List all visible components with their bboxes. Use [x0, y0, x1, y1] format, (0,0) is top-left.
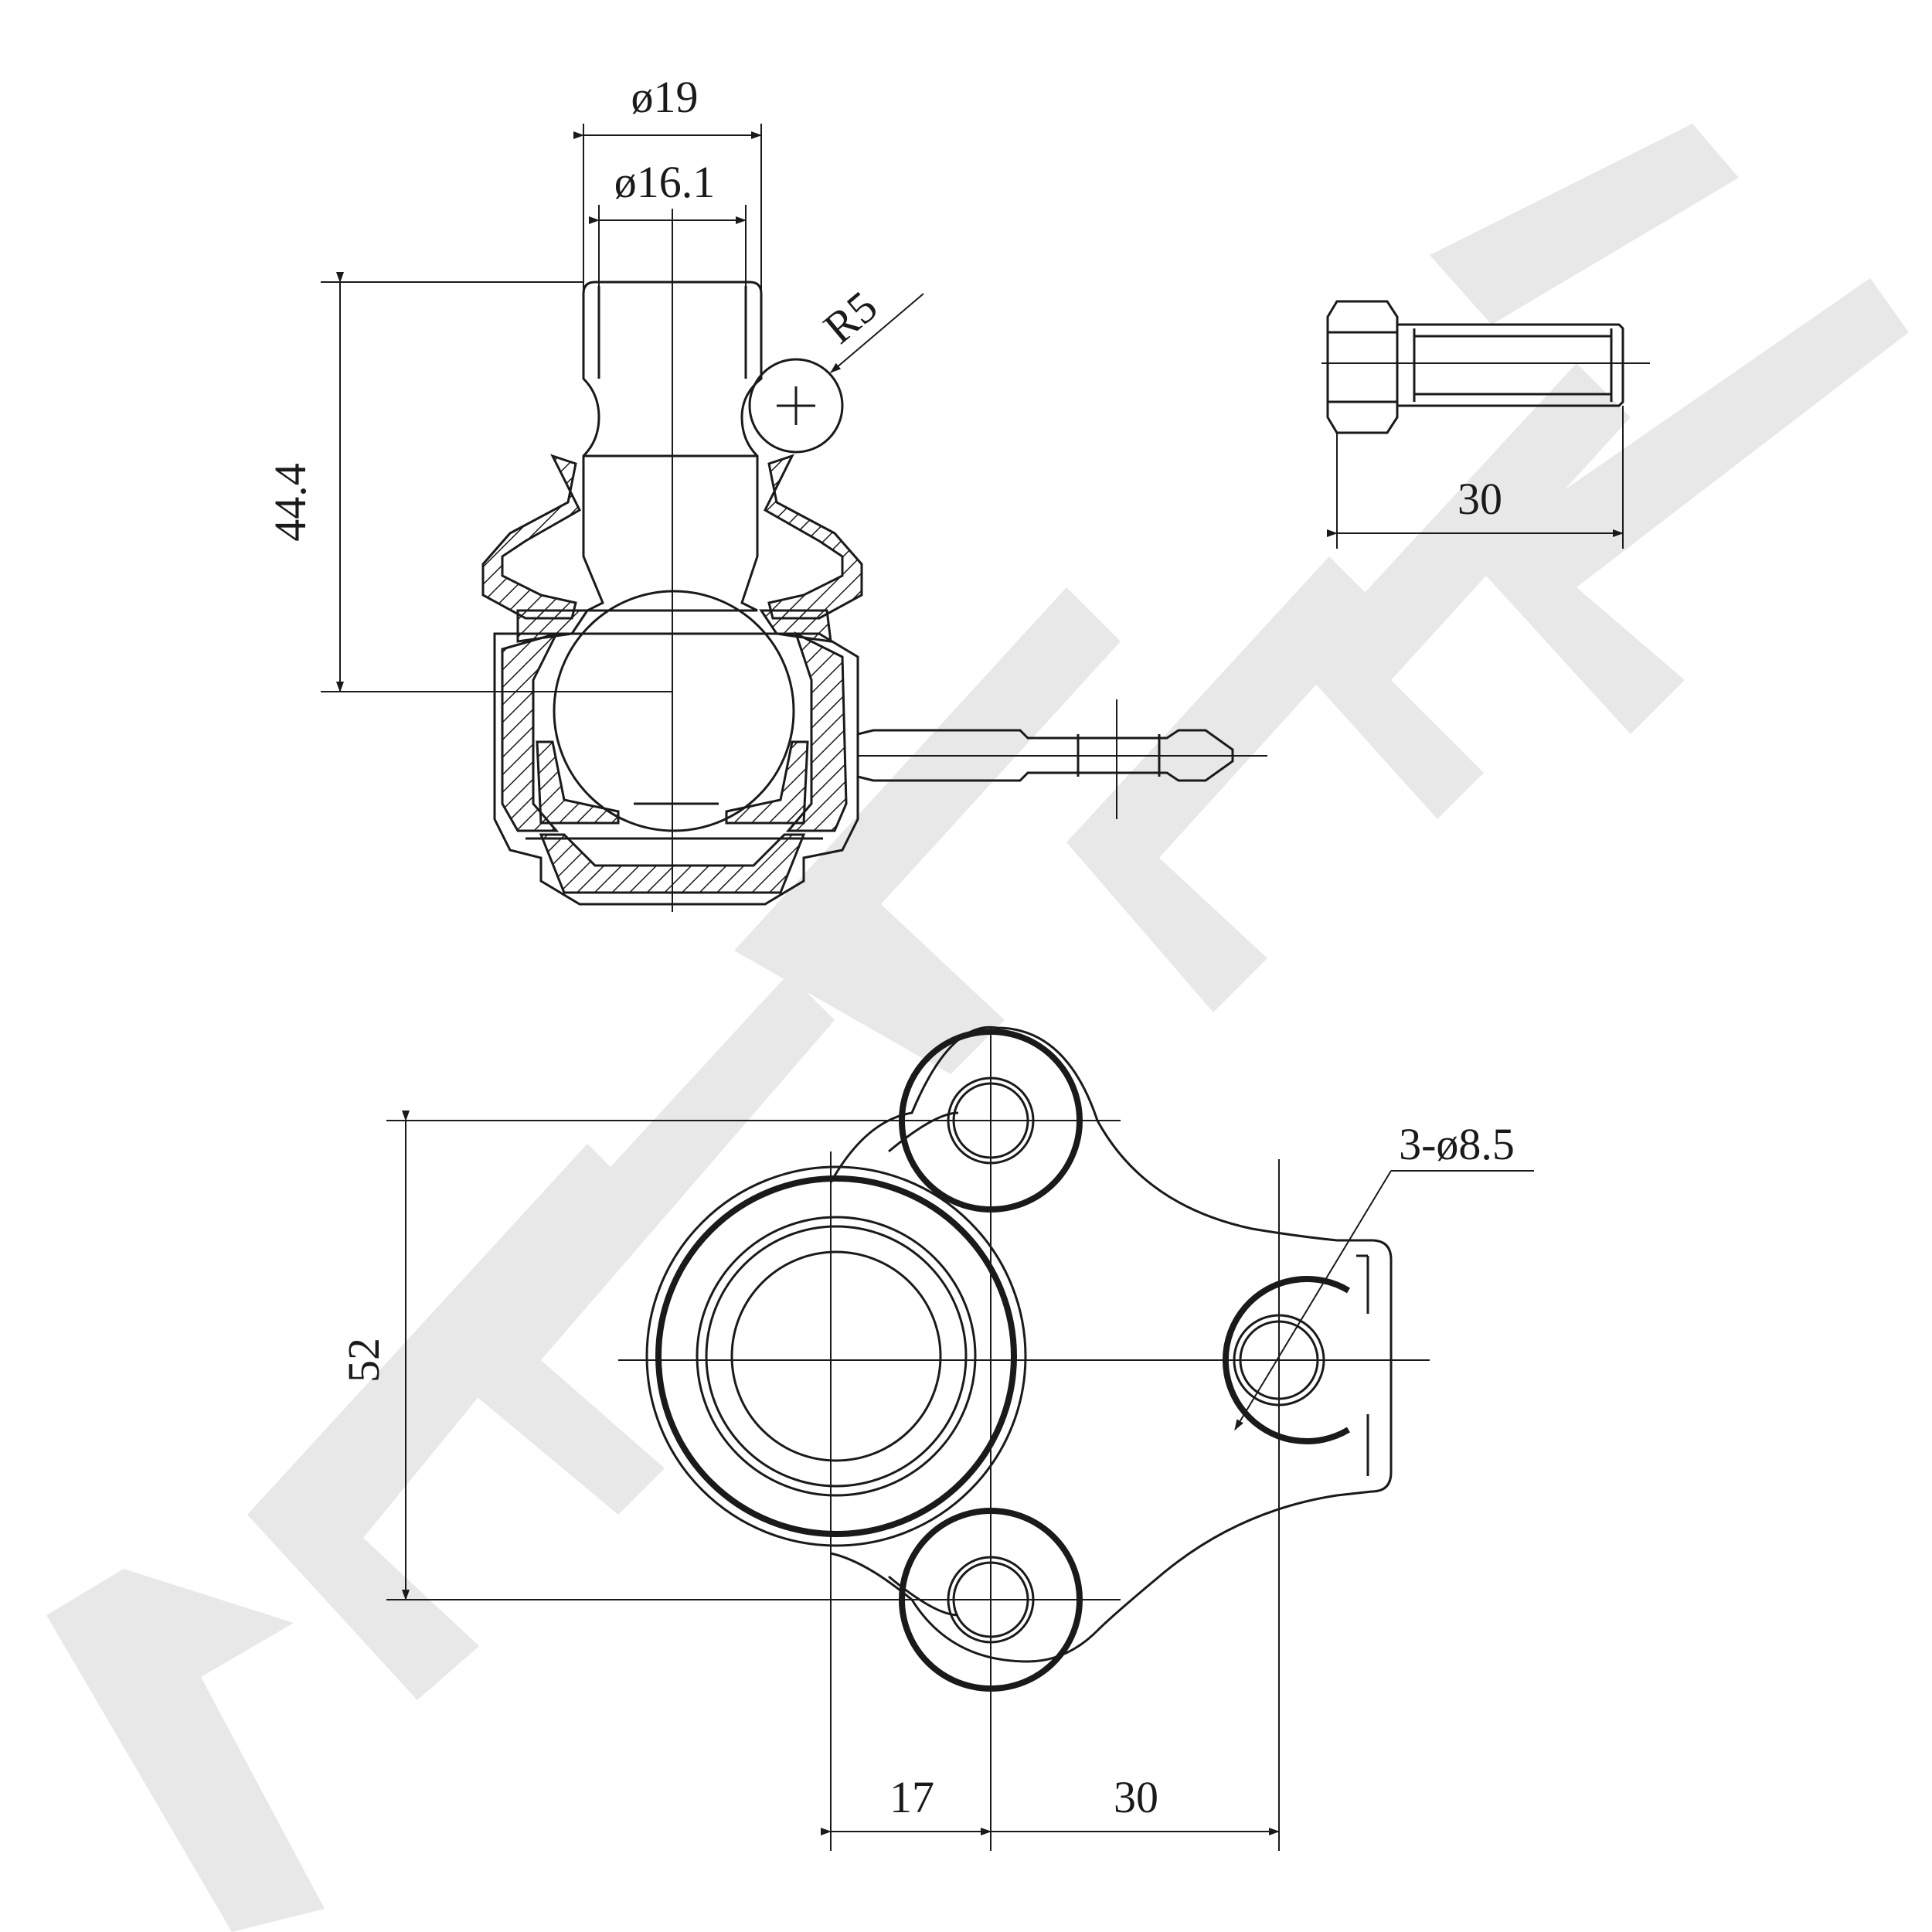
dim-radius: R5	[815, 281, 924, 373]
dim-label-offset-right: 30	[1114, 1772, 1158, 1822]
dim-offset-left: 17	[821, 1772, 992, 1835]
flange-view	[618, 1026, 1430, 1851]
dim-label-holes: 3-ø8.5	[1399, 1119, 1515, 1169]
dim-label-stud-inner: ø16.1	[614, 157, 716, 207]
dim-label-bolt-length: 30	[1458, 474, 1502, 524]
dim-holes: 3-ø8.5	[1234, 1119, 1534, 1430]
dim-stud-inner: ø16.1	[589, 157, 747, 286]
dim-bolt-length: 30	[1327, 406, 1624, 549]
dim-height: 44.4	[265, 272, 672, 692]
dim-label-radius: R5	[815, 281, 887, 353]
bolt-view	[1321, 300, 1650, 434]
watermark	[46, 124, 1909, 1932]
dim-flange-height: 52	[338, 1111, 991, 1600]
dim-stud-outer: ø19	[573, 72, 762, 294]
dim-label-offset-left: 17	[889, 1772, 934, 1822]
dim-offset-right: 30	[981, 1772, 1280, 1835]
dim-label-flange-height: 52	[338, 1338, 389, 1383]
dim-label-stud-outer: ø19	[631, 72, 699, 122]
section-view	[481, 209, 1267, 912]
dim-label-height: 44.4	[265, 463, 315, 542]
